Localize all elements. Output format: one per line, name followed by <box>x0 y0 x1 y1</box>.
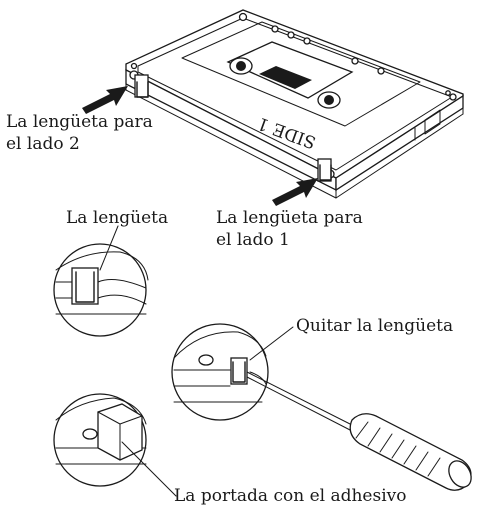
tab-notch-side2 <box>134 74 149 98</box>
label-tab: La lengüeta <box>66 208 169 228</box>
cassette-illustration: SIDE 1 <box>125 9 464 199</box>
magnifier-circle-remove <box>171 323 294 421</box>
label-tab-side1-line1: La lengüeta para <box>216 208 363 228</box>
label-tab-side1-line2: el lado 1 <box>216 230 290 250</box>
tab-notch-side1 <box>317 158 332 182</box>
arrow-icon <box>82 86 128 114</box>
label-tab-side2-line1: La lengüeta para <box>6 112 153 132</box>
screwdriver-icon <box>246 371 472 491</box>
label-remove-tab: Quitar la lengüeta <box>296 316 454 336</box>
arrow-icon <box>272 178 318 206</box>
magnifier-circle-adhesive <box>53 393 177 497</box>
label-tab-side2-line2: el lado 2 <box>6 134 80 154</box>
label-cover-adhesive: La portada con el adhesivo <box>174 486 407 506</box>
magnifier-circle-tab <box>53 225 149 337</box>
